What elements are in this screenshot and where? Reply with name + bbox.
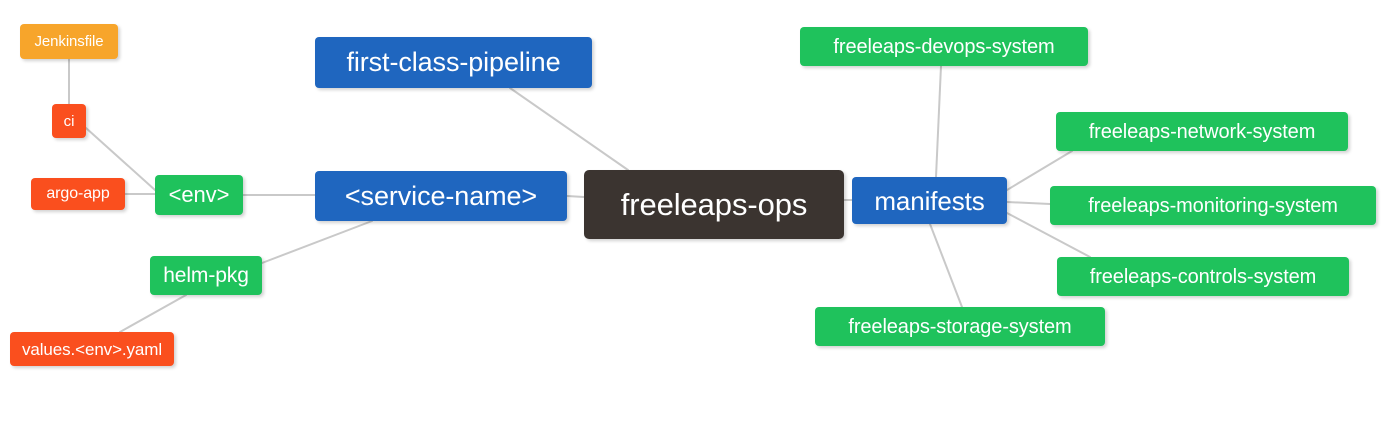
node-argo-app[interactable]: argo-app (31, 178, 125, 210)
node-freeleaps-storage-system[interactable]: freeleaps-storage-system (815, 307, 1105, 346)
node-freeleaps-monitoring-system[interactable]: freeleaps-monitoring-system (1050, 186, 1376, 225)
node-env[interactable]: <env> (155, 175, 243, 215)
node-freeleaps-ops[interactable]: freeleaps-ops (584, 170, 844, 239)
edge-values-yaml-to-helm-pkg (119, 294, 187, 333)
node-values-yaml[interactable]: values.<env>.yaml (10, 332, 174, 366)
edge-manifests-to-freeleaps-storage-system (929, 223, 963, 308)
node-freeleaps-devops-system[interactable]: freeleaps-devops-system (800, 27, 1088, 66)
node-ci[interactable]: ci (52, 104, 86, 138)
node-jenkinsfile[interactable]: Jenkinsfile (20, 24, 118, 59)
edge-first-class-pipeline-to-freeleaps-ops (509, 87, 629, 171)
node-freeleaps-network-system[interactable]: freeleaps-network-system (1056, 112, 1348, 151)
node-freeleaps-controls-system[interactable]: freeleaps-controls-system (1057, 257, 1349, 296)
edge-manifests-to-freeleaps-monitoring-system (1006, 201, 1051, 205)
edge-manifests-to-freeleaps-devops-system (935, 65, 942, 178)
node-manifests[interactable]: manifests (852, 177, 1007, 224)
node-helm-pkg[interactable]: helm-pkg (150, 256, 262, 295)
edge-service-name-to-freeleaps-ops (566, 195, 585, 198)
node-service-name[interactable]: <service-name> (315, 171, 567, 221)
edge-manifests-to-freeleaps-network-system (1006, 150, 1073, 191)
node-first-class-pipeline[interactable]: first-class-pipeline (315, 37, 592, 88)
edge-helm-pkg-to-service-name (261, 220, 373, 264)
